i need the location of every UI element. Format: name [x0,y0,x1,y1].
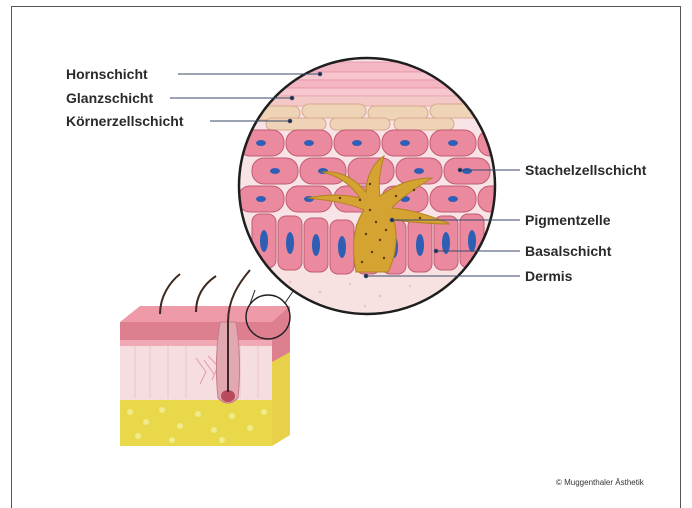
skin-block-epidermis [120,322,272,342]
label-dermis: Dermis [525,268,572,284]
label-hornschicht: Hornschicht [66,66,148,82]
label-glanzschicht: Glanzschicht [66,90,153,106]
label-pigmentzelle: Pigmentzelle [525,212,611,228]
skin-block-fat [120,400,272,446]
skin-block-illustration [120,270,290,446]
skin-block-top [120,306,290,322]
label-koernerzellschicht: Körnerzellschicht [66,113,183,129]
copyright-notice: © Muggenthaler Ästhetik [556,478,644,487]
horny-layer [240,62,500,96]
label-stachelzellschicht: Stachelzellschicht [525,162,646,178]
label-basalschicht: Basalschicht [525,243,611,259]
